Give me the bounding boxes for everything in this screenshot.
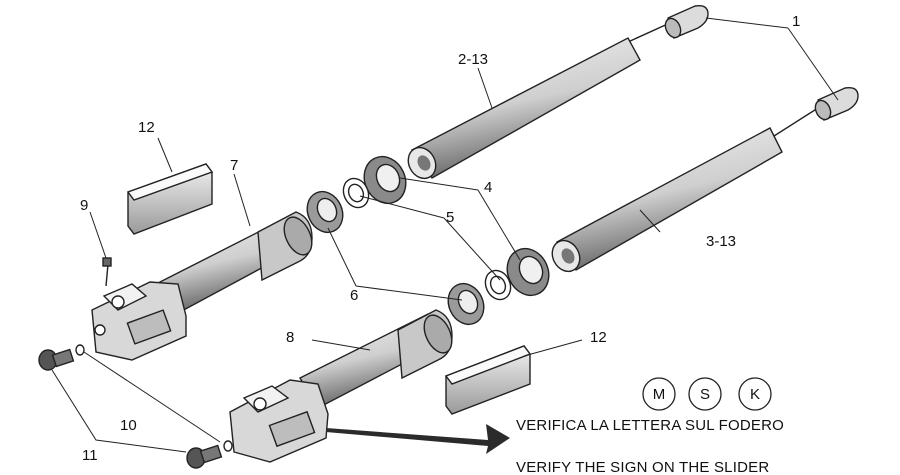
pad-12-bottom [444,345,532,415]
tube-3-13 [551,107,819,273]
cap-top [664,4,709,39]
marker-s-text: S [700,386,710,403]
washer-10-right [223,440,233,452]
label-9: 9 [80,197,88,214]
leader-lines [51,17,839,453]
marker-circles: M S K [642,377,772,411]
label-8: 8 [286,329,294,346]
bolt-11-left [38,348,75,371]
note-italian: VERIFICA LA LETTERA SUL FODERO [516,417,784,434]
washer-10-left [75,344,85,356]
bolt-11-right [186,444,223,469]
label-5: 5 [446,209,454,226]
marker-k: K [738,377,772,411]
label-10: 10 [120,417,137,434]
cap-right [814,86,859,121]
note-english: VERIFY THE SIGN ON THE SLIDER [516,459,769,475]
label-6: 6 [350,287,358,304]
marker-m: M [642,377,676,411]
slider-left [91,211,313,361]
label-12-bottom: 12 [590,329,607,346]
tube-2-13 [407,21,673,180]
label-3-13: 3-13 [706,233,736,250]
label-7: 7 [230,157,238,174]
label-1: 1 [792,13,800,30]
slider-right [229,309,453,463]
marker-s: S [688,377,722,411]
label-12-top: 12 [138,119,155,136]
pointer-arrow [326,424,510,454]
part-labels: 1 2-13 3-13 4 5 6 7 8 9 10 11 12 12 [80,13,800,464]
label-4: 4 [484,179,492,196]
label-11: 11 [82,447,98,464]
marker-k-text: K [750,386,760,403]
label-2-13: 2-13 [458,51,488,68]
seal-stack-upper [306,155,407,234]
marker-m-text: M [653,386,666,403]
seal-stack-lower [447,247,550,326]
pad-12-top [126,163,214,235]
screw-9 [102,257,112,287]
